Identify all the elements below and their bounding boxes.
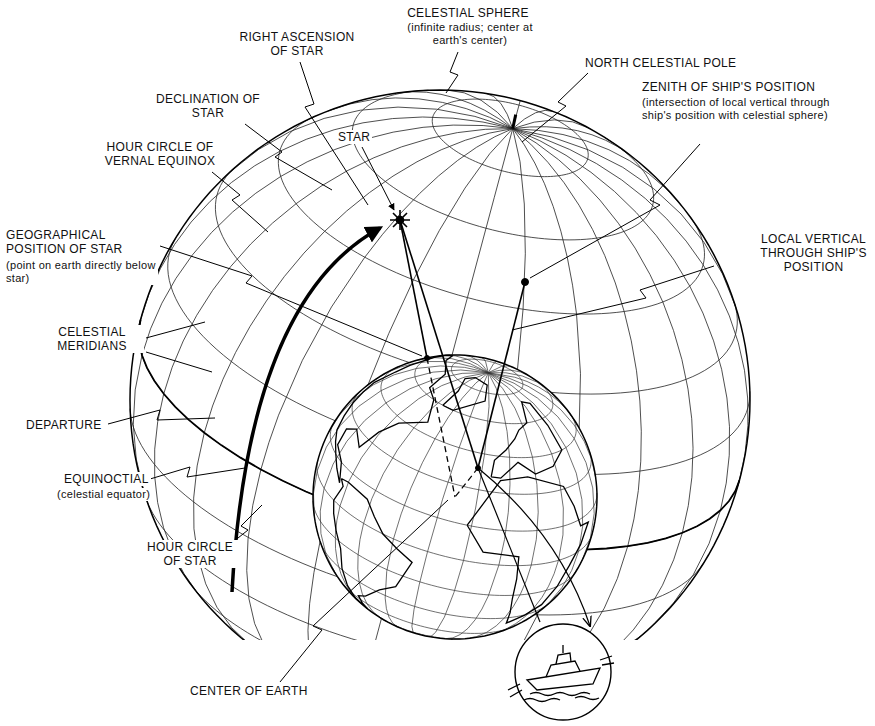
callout-label: GEOGRAPHICAL POSITION OF STAR [4,228,158,256]
celestial-sphere [130,90,750,640]
callout-label: NORTH CELESTIAL POLE [583,56,738,70]
star-rays [232,210,590,626]
callout-label: STAR [336,130,372,144]
callout-label: ZENITH OF SHIP'S POSITION [640,80,817,94]
gp-to-center-line [427,358,455,497]
leader-line [108,410,215,424]
callout-note: (intersection of local vertical through … [640,96,844,122]
continent-outline [443,378,487,411]
leader-line [150,467,245,479]
continent-outline [467,477,588,623]
callout-label: DECLINATION OF STAR [154,92,263,120]
callout-note: (celestial equator) [55,488,152,501]
continent-outline [491,402,562,478]
star-symbol [390,210,410,230]
declination-arc [232,228,380,592]
ship-pointer-line [478,468,590,626]
ship-pointer-line [478,468,540,622]
callout-label: RIGHT ASCENSION OF STAR [233,30,362,58]
ship-inset [508,624,614,720]
earth-graticule [313,355,597,639]
celestial-graticule [130,90,750,640]
leader-line [530,144,700,278]
earth-disc [313,355,597,639]
leader-line [160,246,422,356]
callout-label: LOCAL VERTICAL THROUGH SHIP'S POSITION [752,232,875,274]
callout-label: EQUINOCTIAL [62,472,151,486]
continent-outline [334,479,412,609]
callout-label: CENTER OF EARTH [188,684,310,698]
star-to-ship-line [400,220,478,468]
leader-line [212,172,268,232]
callout-label: DEPARTURE [24,418,104,432]
zenith-dot [522,279,529,286]
gp-dot [425,356,430,361]
celestial-sphere-outline [130,90,750,640]
leader-line [245,124,332,190]
leader-line [146,352,212,372]
leader-line [446,52,458,93]
callout-note: (infinite radius; center at earth's cent… [393,21,547,47]
leader-line [280,500,448,682]
leader-arrow [362,147,394,210]
local-vertical-line [478,282,525,468]
leader-line [512,266,714,330]
celestial-pole-mark [513,115,516,129]
callout-label: HOUR CIRCLE OF VERNAL EQUINOX [88,140,232,168]
earth-globe [313,355,597,639]
callout-label: HOUR CIRCLE OF STAR [138,540,242,568]
earth-outline [313,355,597,639]
center-line [455,468,478,497]
leader-line [522,73,588,142]
leader-line [146,322,205,338]
star-to-gp-line [400,220,427,358]
callout-label: CELESTIAL MERIDIANS [40,325,144,353]
callout-label: CELESTIAL SPHERE [405,6,531,20]
callout-note: (point on earth directly below star) [4,259,158,285]
continent-outline [336,355,453,482]
